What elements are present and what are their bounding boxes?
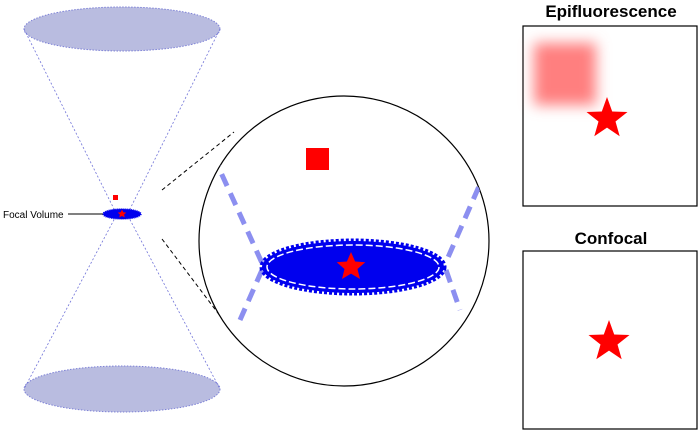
confocal-title: Confocal [575,229,648,248]
cone-line-bottom-left [23,215,117,390]
cone-line-top-right [127,28,221,214]
square-icon [306,148,329,170]
magnified-view [198,95,490,387]
epifluorescence-panel: Epifluorescence [522,2,698,207]
cone-line-bottom-right [127,215,221,390]
star-icon [588,320,630,360]
magnified-focal-inner-outline [266,244,440,290]
bottom-aperture-ellipse [23,365,221,413]
zoom-cone-line-right-lower [443,269,463,311]
confocal-panel: Confocal [522,229,698,430]
star-icon [117,209,127,218]
focal-volume-label-group: Focal Volume [3,210,103,221]
zoom-cone-line-left-lower [237,268,265,322]
light-cone [23,6,221,413]
star-icon [586,97,628,137]
cone-line-top-left [23,28,117,214]
top-aperture-ellipse [23,6,221,52]
focal-volume-label: Focal Volume [3,210,64,221]
epifluorescence-title: Epifluorescence [545,2,676,21]
star-icon [336,252,366,279]
blurred-square [534,43,596,105]
square-icon [113,195,118,200]
zoom-guide-upper [161,131,235,191]
small-focal-volume [102,195,142,220]
zoom-cone-line-right-upper [443,167,489,263]
